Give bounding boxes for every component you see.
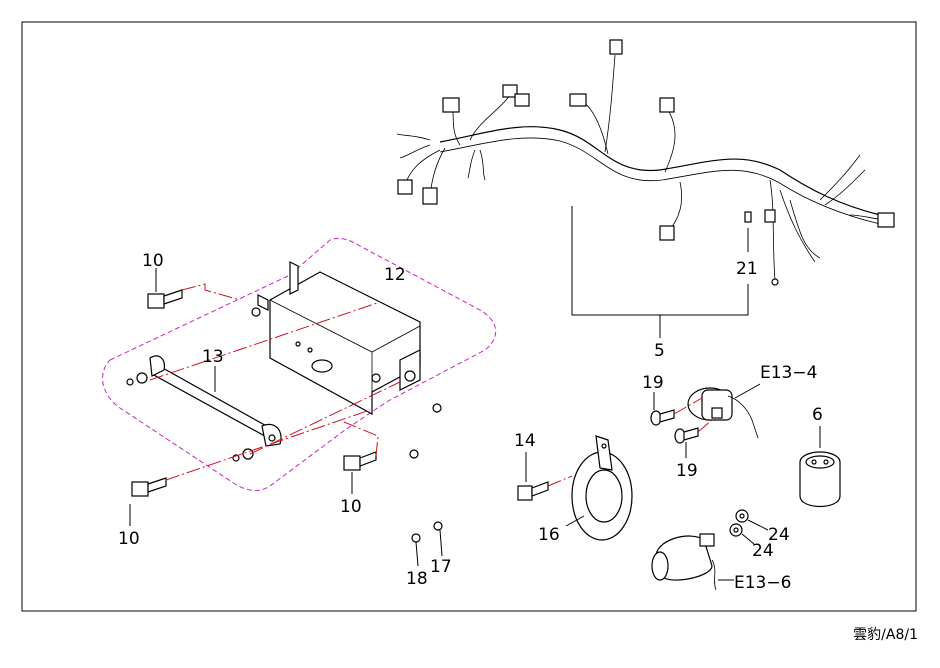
callout-bolt-upper: 10 — [142, 251, 164, 271]
rod-17 — [432, 403, 443, 531]
callout-horn-bolt: 14 — [514, 431, 536, 451]
callout-screw-upper: 19 — [642, 373, 664, 393]
nut-upper — [735, 509, 749, 523]
condenser — [651, 533, 717, 591]
bolt-upper — [147, 289, 183, 309]
screw-upper — [650, 409, 675, 426]
callout-rod-18: 18 — [406, 569, 428, 589]
bolt-lower-left — [131, 477, 167, 497]
nut-lower — [729, 523, 743, 537]
tray-group-outline — [102, 237, 497, 491]
callout-ignition-coil: E13−4 — [760, 363, 817, 383]
diagram-frame — [21, 21, 917, 612]
callout-nut-upper: 24 — [768, 525, 790, 545]
callout-sensor: 6 — [812, 405, 823, 425]
wire-harness — [396, 39, 895, 286]
callout-harness: 5 — [654, 341, 665, 361]
callout-clip: 21 — [736, 259, 758, 279]
harness-leader — [571, 206, 749, 338]
callout-horn: 16 — [538, 525, 560, 545]
hold-down-strap — [149, 355, 282, 447]
callout-bolt-lower-left: 10 — [118, 529, 140, 549]
callout-bolt-lower-right: 10 — [340, 497, 362, 517]
sensor-switch — [799, 451, 841, 507]
callout-rod-17: 17 — [430, 557, 452, 577]
alignment-lines — [149, 283, 401, 481]
callout-nut-lower: 24 — [752, 541, 774, 561]
screw-lower — [674, 427, 699, 444]
battery-tray — [257, 261, 421, 416]
callout-strap: 13 — [202, 347, 224, 367]
page-reference: 雲豹/A8/1 — [853, 627, 918, 643]
callout-tray: 12 — [384, 265, 406, 285]
rod-18 — [409, 449, 421, 543]
bolt-lower-right — [343, 451, 377, 471]
callout-screw-lower: 19 — [676, 461, 698, 481]
callout-condenser: E13−6 — [734, 573, 791, 593]
ignition-coil — [687, 387, 759, 439]
horn — [571, 435, 633, 541]
horn-bolt — [517, 481, 549, 501]
